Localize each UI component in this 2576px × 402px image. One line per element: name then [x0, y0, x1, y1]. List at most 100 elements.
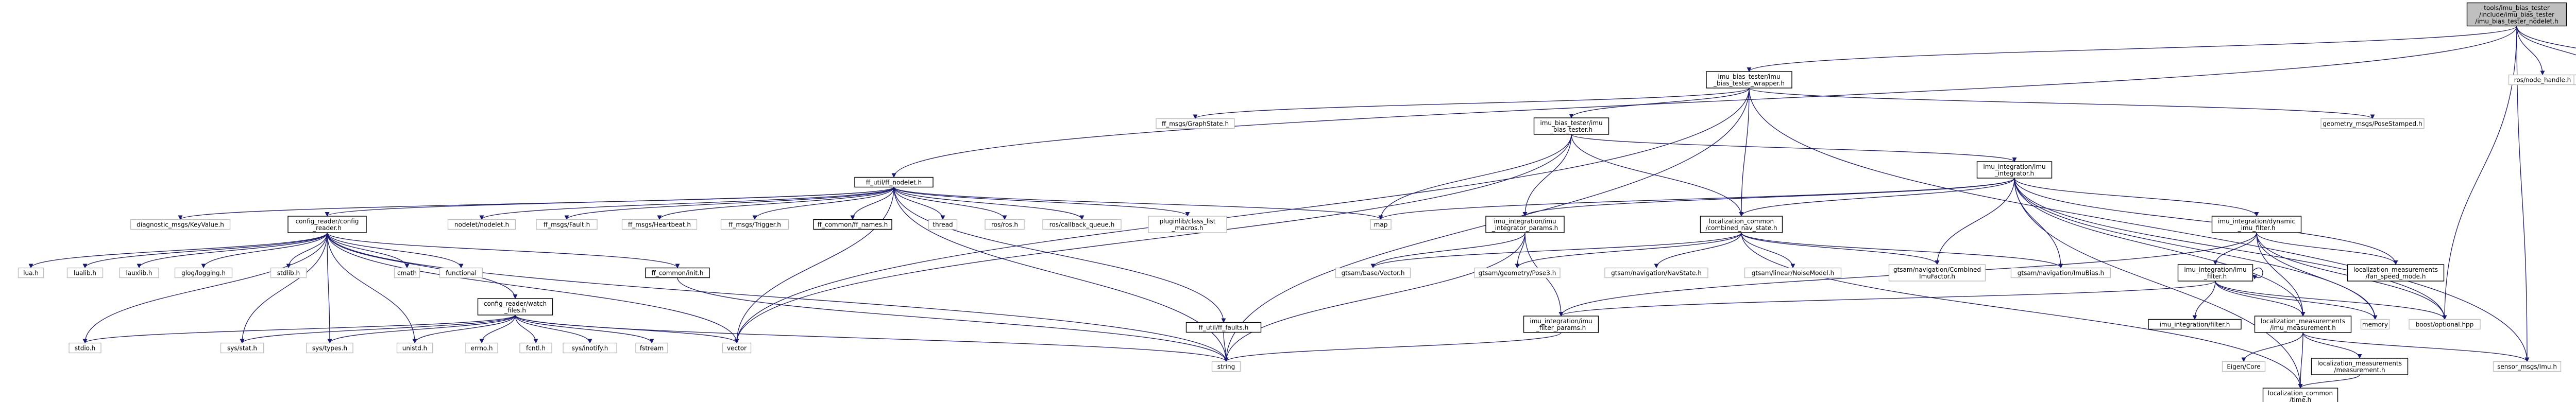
node-ff-faults[interactable]: ff_util/ff_faults.h	[1185, 322, 1262, 333]
dependency-nodes: tools/imu_bias_tester/include/imu_bias_t…	[18, 2, 2576, 402]
node-dynamic-filter[interactable]: imu_integration/dynamic_imu_filter.h	[2211, 216, 2302, 233]
node-box	[2573, 74, 2576, 85]
node-cmath: cmath	[394, 267, 420, 278]
node-label: lualib.h	[74, 270, 96, 277]
node-label: gtsam/navigation/Combined	[1893, 266, 1981, 273]
node-label: ros/callback_queue.h	[1049, 221, 1114, 229]
node-box	[2010, 267, 2111, 278]
node-ff-common-init[interactable]: ff_common/init.h	[645, 267, 710, 278]
edge-dynamic_filter-to-memory	[2256, 232, 2378, 320]
node-imu-measurement[interactable]: localization_measurements/imu_measuremen…	[2254, 316, 2352, 333]
node-time[interactable]: localization_common/time.h	[2262, 388, 2338, 402]
edge-filter_params-to-string	[1224, 332, 1562, 362]
node-label: ImuFactor.h	[1919, 273, 1955, 280]
edge-imu_integrator-to-dynamic_filter	[2014, 178, 2259, 217]
edge-combined_nav-to-gtsam_noise	[1741, 232, 1795, 269]
node-box	[2222, 361, 2266, 372]
edge-config_reader-to-lauxlib	[137, 232, 328, 269]
edge-imu_measurement-to-meas_measurement	[2302, 332, 2362, 359]
node-imu-integrator[interactable]: imu_integration/imu_integrator.h	[1976, 161, 2053, 179]
edge-watch_files-to-sys_stat	[240, 314, 516, 344]
node-config-reader[interactable]: config_reader/config_reader.h	[287, 216, 367, 233]
node-box	[174, 267, 233, 278]
edge-ff_util_nodelet-to-ros_ros	[893, 187, 1007, 220]
node-label: ff_msgs/Heartbeat.h	[628, 221, 691, 229]
node-label: memory	[2362, 321, 2388, 328]
node-imu-filter[interactable]: imu_integration/imu_filter.h	[2177, 264, 2253, 282]
node-label: /combined_nav_state.h	[1705, 224, 1777, 232]
dependency-edges	[28, 25, 2576, 389]
edge-imu_filter-to-imu_measurement	[2215, 281, 2306, 317]
node-box	[1700, 216, 1783, 233]
node-box	[2148, 319, 2242, 330]
node-filter-h[interactable]: imu_integration/filter.h	[2148, 319, 2242, 330]
node-combined-nav[interactable]: localization_common/combined_nav_state.h	[1700, 216, 1783, 233]
node-label: gtsam/navigation/ImuBias.h	[2018, 270, 2104, 277]
node-bias-tester[interactable]: imu_bias_tester/imu_bias_tester.h	[1533, 117, 1609, 135]
edge-wrapper-to-combined_nav	[1739, 88, 1750, 217]
node-ff-util-nodelet[interactable]: ff_util/ff_nodelet.h	[854, 177, 934, 188]
edge-combined_nav-to-time	[1741, 232, 2303, 389]
node-box	[66, 267, 104, 278]
node-box	[854, 177, 934, 188]
edge-ff_util_nodelet-to-ff_faults	[893, 187, 1226, 323]
node-label: fstream	[640, 345, 664, 352]
node-label: cmath	[397, 270, 417, 277]
node-box	[439, 267, 483, 278]
node-label: string	[1217, 363, 1235, 371]
node-label: tools/imu_bias_tester	[2484, 5, 2550, 12]
node-box	[2493, 361, 2562, 372]
node-box	[2177, 264, 2253, 282]
node-label: functional	[446, 270, 477, 277]
edge-imu_measurement-to-time	[2298, 332, 2303, 389]
node-wrapper[interactable]: imu_bias_tester/imu_bias_tester_wrapper.…	[1706, 71, 1792, 89]
node-gtsam-imubias: gtsam/navigation/ImuBias.h	[2010, 267, 2111, 278]
node-box	[394, 267, 420, 278]
node-root[interactable]: tools/imu_bias_tester/include/imu_bias_t…	[2466, 2, 2567, 27]
node-label: localization_common	[2268, 390, 2333, 397]
node-label: gtsam/navigation/NavState.h	[1611, 270, 1702, 277]
node-label: ros/node_handle.h	[2514, 77, 2571, 84]
node-label: _filter.h	[2204, 273, 2227, 280]
node-ff-names[interactable]: ff_common/ff_names.h	[813, 219, 892, 230]
node-box	[2466, 2, 2567, 27]
node-box	[985, 219, 1025, 230]
edge-watch_files-to-stdio	[82, 314, 516, 344]
node-box	[635, 342, 668, 354]
edge-combined_nav-to-gtsam_combined	[1741, 232, 1940, 265]
node-integrator-params[interactable]: imu_integration/imu_integrator_params.h	[1485, 216, 1565, 233]
node-label: stdio.h	[75, 345, 95, 352]
node-watch-files[interactable]: config_reader/watch_files.h	[477, 298, 553, 316]
node-box	[1485, 216, 1565, 233]
node-label: sys/stat.h	[227, 345, 257, 352]
node-meas-measurement[interactable]: localization_measurements/measurement.h	[2311, 358, 2409, 375]
node-pluginlib: pluginlib/class_list_macros.h	[1148, 216, 1227, 233]
node-stdlib: stdlib.h	[270, 267, 307, 278]
node-diag-keyvalue: diagnostic_msgs/KeyValue.h	[130, 219, 231, 230]
node-box	[2320, 118, 2425, 129]
node-box	[2508, 74, 2576, 85]
node-gtsam-vector: gtsam/base/Vector.h	[1335, 267, 1411, 278]
edge-watch_files-to-fstream	[515, 314, 654, 344]
node-fan-speed[interactable]: localization_measurements/fan_speed_mode…	[2347, 264, 2445, 282]
node-label: /imu_bias_tester_nodelet.h	[2475, 18, 2558, 25]
node-box	[2347, 264, 2445, 282]
node-label: ff_common/ff_names.h	[818, 221, 888, 229]
edge-imu_filter-to-memory	[2215, 281, 2378, 320]
node-box	[722, 342, 752, 354]
node-box	[1156, 118, 1235, 129]
node-errno: errno.h	[465, 342, 498, 354]
edge-dynamic_filter-to-fan_speed	[2256, 232, 2398, 265]
node-label: imu_integration/imu	[1983, 163, 2045, 170]
edge-imu_integrator-to-gtsam_imubias	[2014, 178, 2063, 269]
node-label: fcntl.h	[526, 345, 546, 352]
edge-combined_nav-to-gtsam_imubias	[1741, 232, 2063, 269]
node-box	[1888, 264, 1986, 282]
edge-watch_files-to-unistd	[412, 314, 516, 344]
node-filter-params[interactable]: imu_integration/imu_filter_params.h	[1523, 316, 1599, 333]
edge-config_reader-to-stdio	[82, 232, 328, 344]
edge-combined_nav-to-gtsam_vector	[1370, 232, 1742, 269]
node-string: string	[1211, 361, 1241, 372]
node-ff-fault: ff_msgs/Fault.h	[536, 219, 598, 230]
